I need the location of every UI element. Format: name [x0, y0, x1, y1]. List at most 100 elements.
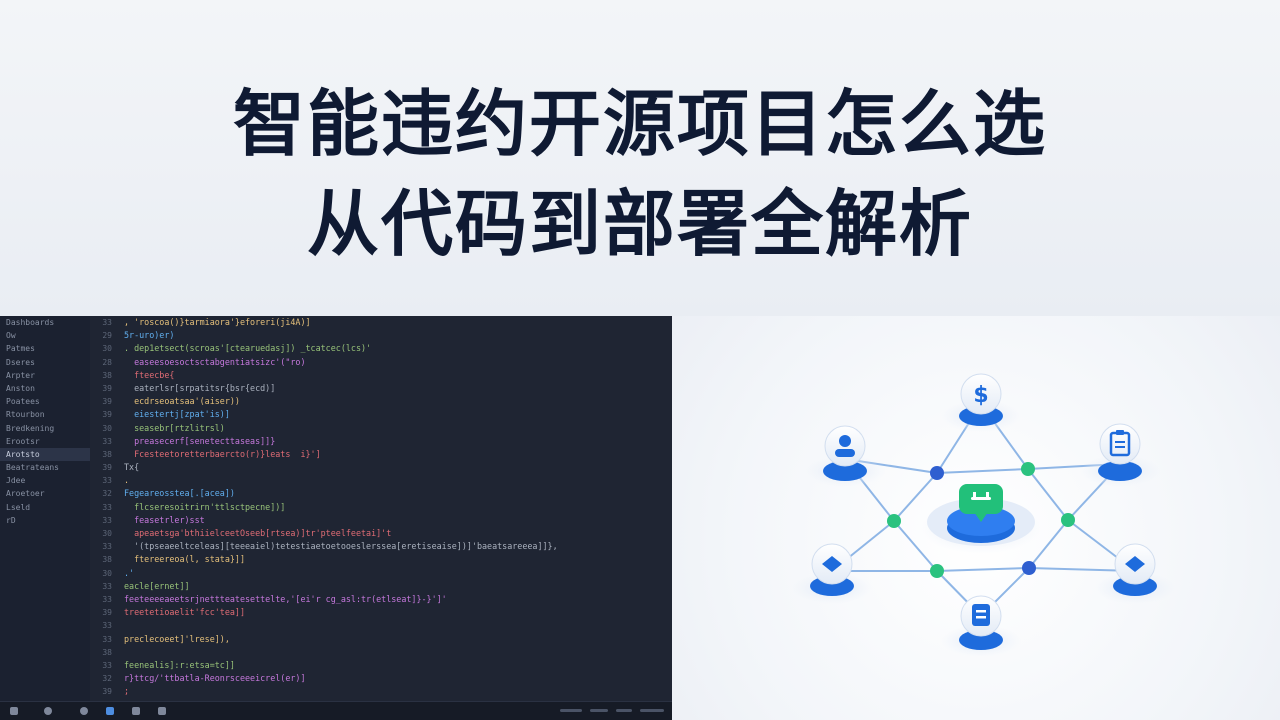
code-line: ftereereoa(l, stata}]]: [124, 554, 246, 565]
code-line: seasebr[rtzlitrsl): [124, 422, 225, 433]
explorer-item[interactable]: Arpter: [6, 370, 35, 380]
status-segment: [560, 709, 582, 712]
title-line-1: 智能违约开源项目怎么选: [232, 82, 1047, 166]
line-number: 32: [102, 674, 112, 684]
line-number: 28: [102, 357, 112, 367]
central-hub: [921, 484, 1041, 554]
dollar-node: $: [941, 373, 1021, 432]
explorer-item[interactable]: Anston: [6, 383, 35, 393]
code-line: apeaetsga'bthiielceetOseeb[rtsea)]tr'pte…: [124, 528, 392, 538]
editor-status-bar: [0, 701, 672, 720]
line-number: 33: [102, 515, 112, 525]
junction-dots: [887, 462, 1075, 578]
line-number: 38: [102, 647, 112, 657]
code-line: . dep1etsect(scroas'[ctearuedasj]) _tcat…: [124, 343, 372, 354]
explorer-item[interactable]: Aroetoer: [6, 489, 45, 499]
explorer-item[interactable]: Poatees: [6, 397, 40, 407]
explorer-item[interactable]: Ow: [6, 331, 16, 341]
explorer-item[interactable]: Dseres: [6, 357, 35, 367]
square-icon: [132, 707, 140, 715]
line-number: 39: [102, 410, 112, 420]
code-line: flcseresoitrirn'ttlsctpecne])]: [124, 501, 286, 512]
code-line: , 'roscoa()}tarmiaora'}eforeri(ji4A)]: [124, 317, 311, 327]
code-line: [124, 619, 669, 632]
status-segment: [590, 709, 608, 712]
line-number: 38: [102, 370, 112, 380]
code-line: eiestertj[zpat'is)]: [124, 409, 230, 420]
user-icon: [835, 435, 855, 457]
code-line: ecdrseoatsaa'(aiser)): [124, 396, 240, 407]
explorer-item[interactable]: Rtourbon: [6, 410, 45, 420]
line-number: 33: [102, 594, 112, 604]
line-number: 32: [102, 489, 112, 499]
line-number: 33: [102, 621, 112, 631]
explorer-item[interactable]: rD: [6, 515, 16, 525]
code-line: Tx{: [124, 462, 140, 473]
explorer-item[interactable]: Patmes: [6, 344, 35, 354]
code-line: eacle[ernet]]: [124, 580, 190, 591]
document-icon: [972, 604, 990, 626]
code-line: preasecerf[senetecttaseas]]}: [124, 435, 276, 446]
chat-icon: [959, 484, 1003, 522]
line-number: 33: [102, 634, 112, 644]
code-line: treetetioaelit'fcc'tea]]: [124, 607, 246, 618]
line-number: 39: [102, 383, 112, 393]
line-number: 30: [102, 344, 112, 354]
code-line: feeteeeeaeetsrjnettteatesettelte,'[ei'r …: [124, 593, 447, 604]
code-line: 5r-uro)er): [124, 330, 175, 341]
code-area: , 'roscoa()}tarmiaora'}eforeri(ji4A)] 5r-…: [124, 316, 669, 702]
diamond-right-node: [1095, 543, 1175, 604]
dollar-icon: $: [973, 383, 988, 408]
status-segment: [616, 709, 632, 712]
code-line: '(tpseaeeltceleas][teeeaiel)tetestiaetoe…: [124, 541, 558, 552]
document-node: [941, 595, 1021, 657]
diamond-icon: [822, 556, 842, 572]
code-line: fteecbe{: [124, 369, 175, 380]
explorer-item[interactable]: Dashboards: [6, 318, 55, 327]
explorer-item[interactable]: Erootsr: [6, 436, 40, 446]
monitor-icon: [10, 707, 18, 715]
explorer-item[interactable]: Beatrateans: [6, 463, 59, 473]
code-line: preclecoeet]'lrese]),: [124, 633, 230, 644]
code-line: feasetrler)sst: [124, 514, 205, 525]
explorer-item[interactable]: Lseld: [6, 502, 31, 512]
diamond-icon: [1125, 556, 1145, 572]
user-node: [805, 425, 885, 487]
network-graph: $: [792, 373, 1175, 657]
title-line-2: 从代码到部署全解析: [306, 182, 973, 266]
line-number: 33: [102, 476, 112, 486]
code-line: .: [124, 475, 130, 486]
code-line: Fegeareosstea[.[acea]): [124, 488, 235, 499]
line-number: 29: [102, 331, 112, 341]
line-number: 30: [102, 423, 112, 433]
line-number: 39: [102, 608, 112, 618]
network-diagram: $: [672, 316, 1280, 720]
code-line: ;: [124, 686, 130, 697]
explorer-item[interactable]: Bredkening: [6, 423, 55, 433]
globe-icon: [44, 707, 52, 715]
explorer-item[interactable]: Arotsto: [0, 447, 90, 462]
diamond-left-node: [792, 543, 872, 604]
branch-icon: [106, 707, 114, 715]
code-line: feenealis]:r:etsa=tc]]: [124, 659, 235, 670]
line-number: 39: [102, 463, 112, 473]
line-number: 33: [102, 581, 112, 591]
settings-icon: [80, 707, 88, 715]
explorer-item[interactable]: Jdee: [6, 476, 26, 486]
line-number: 33: [102, 542, 112, 552]
line-number: 30: [102, 568, 112, 578]
line-number: 33: [102, 318, 112, 327]
code-line: [124, 646, 669, 659]
code-line: .': [124, 567, 135, 578]
line-number: 39: [102, 687, 112, 697]
line-number: 39: [102, 397, 112, 407]
line-number: 30: [102, 529, 112, 538]
status-segment: [640, 709, 664, 712]
code-line: eaterlsr[srpatitsr{bsr{ecd)]: [124, 382, 276, 393]
line-number: 33: [102, 436, 112, 446]
line-number: 33: [102, 502, 112, 512]
code-line: easeesoesoctsctabgentiatsizc'("ro): [124, 356, 306, 367]
